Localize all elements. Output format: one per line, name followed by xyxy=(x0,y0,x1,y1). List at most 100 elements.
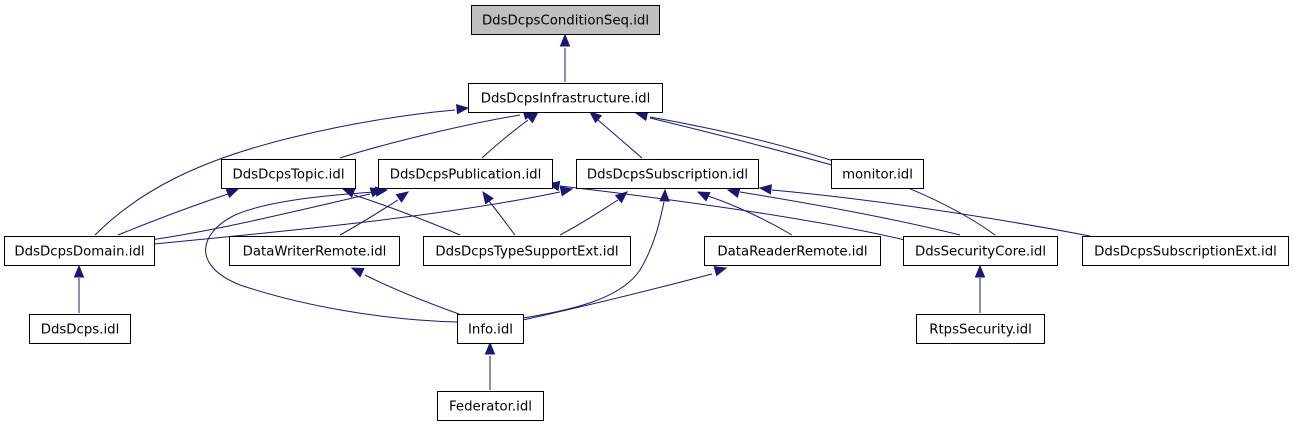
edge-pub-to-infra xyxy=(481,111,540,159)
edge-domain-to-sub xyxy=(153,186,574,245)
edge-info-to-drr xyxy=(522,266,728,321)
edge-arrowhead xyxy=(758,184,773,195)
edge-sub-to-infra xyxy=(588,111,643,159)
edge-arrowhead xyxy=(696,191,711,202)
node-box[interactable] xyxy=(1082,236,1289,266)
node-box[interactable] xyxy=(221,159,356,189)
node-box[interactable] xyxy=(423,236,631,266)
edge-arrowhead xyxy=(341,188,356,198)
edge-info-to-dwr xyxy=(350,267,460,315)
node-box[interactable] xyxy=(457,314,524,344)
node-monitor[interactable]: monitor.idl xyxy=(831,159,924,189)
edge-infra-to-condseq xyxy=(559,33,571,82)
nodes-layer: DdsDcpsConditionSeq.idlDdsDcpsInfrastruc… xyxy=(4,5,1289,421)
edge-arrowhead xyxy=(482,190,494,205)
node-rtps[interactable]: RtpsSecurity.idl xyxy=(916,314,1045,344)
node-label: DdsDcpsTypeSupportExt.idl xyxy=(435,245,618,260)
edge-line xyxy=(481,119,529,159)
edge-fed-to-info xyxy=(484,341,496,390)
node-box[interactable] xyxy=(437,391,544,421)
node-info[interactable]: Info.idl xyxy=(457,314,524,344)
node-label: Federator.idl xyxy=(449,400,532,415)
node-box[interactable] xyxy=(229,236,400,266)
node-label: DdsDcps.idl xyxy=(41,323,120,338)
edge-arrowhead xyxy=(456,103,470,115)
edge-line xyxy=(94,109,456,236)
node-topic[interactable]: DdsDcpsTopic.idl xyxy=(221,159,356,189)
node-box[interactable] xyxy=(916,314,1045,344)
edge-line xyxy=(522,201,665,319)
node-label: Info.idl xyxy=(468,323,513,338)
node-fed[interactable]: Federator.idl xyxy=(437,391,544,421)
node-label: monitor.idl xyxy=(842,168,913,183)
node-dwr[interactable]: DataWriterRemote.idl xyxy=(229,236,400,266)
node-label: DataReaderRemote.idl xyxy=(717,245,867,260)
edge-domain-to-pub xyxy=(149,187,384,241)
edge-line xyxy=(149,193,371,241)
edge-tse-to-pub xyxy=(482,190,516,236)
edge-info-to-sub xyxy=(522,188,670,319)
edge-arrowhead xyxy=(726,187,741,199)
edge-arrowhead xyxy=(525,111,540,124)
edge-rtps-to-seccore xyxy=(974,264,986,313)
edge-seccore-to-sub xyxy=(726,187,961,236)
edge-arrowhead xyxy=(614,191,629,204)
edge-line xyxy=(559,199,619,236)
edge-tse-to-sub xyxy=(559,191,629,236)
edge-line xyxy=(153,191,561,245)
edge-dwr-to-pub xyxy=(339,191,410,236)
edge-line xyxy=(771,189,1091,237)
node-box[interactable] xyxy=(903,236,1058,266)
node-label: DdsDcpsSubscription.idl xyxy=(587,168,748,183)
node-box[interactable] xyxy=(704,236,881,266)
edge-line xyxy=(205,191,458,323)
node-subext[interactable]: DdsDcpsSubscriptionExt.idl xyxy=(1082,236,1289,266)
edge-arrowhead xyxy=(73,264,85,278)
edge-line xyxy=(339,114,521,159)
edge-arrowhead xyxy=(659,188,670,202)
edge-arrowhead xyxy=(484,341,496,355)
node-seccore[interactable]: DdsSecurityCore.idl xyxy=(903,236,1058,266)
node-sub[interactable]: DdsDcpsSubscription.idl xyxy=(576,159,759,189)
edges-layer xyxy=(73,33,1091,390)
node-box[interactable] xyxy=(471,5,660,35)
node-label: DdsDcpsTopic.idl xyxy=(232,168,344,183)
node-label: DdsSecurityCore.idl xyxy=(915,245,1046,260)
node-tse[interactable]: DdsDcpsTypeSupportExt.idl xyxy=(423,236,631,266)
node-box[interactable] xyxy=(4,236,155,266)
edge-line xyxy=(487,199,516,236)
edge-line xyxy=(597,119,643,159)
edge-arrowhead xyxy=(395,191,410,203)
node-box[interactable] xyxy=(468,83,663,113)
node-domain[interactable]: DdsDcpsDomain.idl xyxy=(4,236,155,266)
node-label: DdsDcpsInfrastructure.idl xyxy=(481,92,651,107)
node-infra[interactable]: DdsDcpsInfrastructure.idl xyxy=(468,83,663,113)
node-label: RtpsSecurity.idl xyxy=(929,323,1032,338)
edge-line xyxy=(339,199,399,236)
node-box[interactable] xyxy=(576,159,759,189)
node-label: DdsDcpsSubscriptionExt.idl xyxy=(1094,245,1277,260)
edge-arrowhead xyxy=(559,33,571,47)
node-label: DdsDcpsDomain.idl xyxy=(14,245,144,260)
edge-line xyxy=(522,273,713,321)
node-box[interactable] xyxy=(378,159,553,189)
node-box[interactable] xyxy=(29,314,131,344)
node-box[interactable] xyxy=(831,159,924,189)
node-dcps[interactable]: DdsDcps.idl xyxy=(29,314,131,344)
node-label: DataWriterRemote.idl xyxy=(243,245,387,260)
edge-line xyxy=(739,191,961,236)
node-condseq[interactable]: DdsDcpsConditionSeq.idl xyxy=(471,5,660,35)
node-label: DdsDcpsConditionSeq.idl xyxy=(482,14,649,29)
edge-arrowhead xyxy=(588,111,603,124)
edge-topic-to-infra xyxy=(339,109,537,159)
node-pub[interactable]: DdsDcpsPublication.idl xyxy=(378,159,553,189)
node-label: DdsDcpsPublication.idl xyxy=(390,168,542,183)
node-drr[interactable]: DataReaderRemote.idl xyxy=(704,236,881,266)
edge-line xyxy=(707,195,793,236)
edge-arrowhead xyxy=(350,267,365,278)
edge-drr-to-sub xyxy=(696,191,793,236)
edge-line xyxy=(117,193,229,236)
edge-subext-to-sub xyxy=(758,184,1091,237)
edge-line xyxy=(364,274,460,315)
